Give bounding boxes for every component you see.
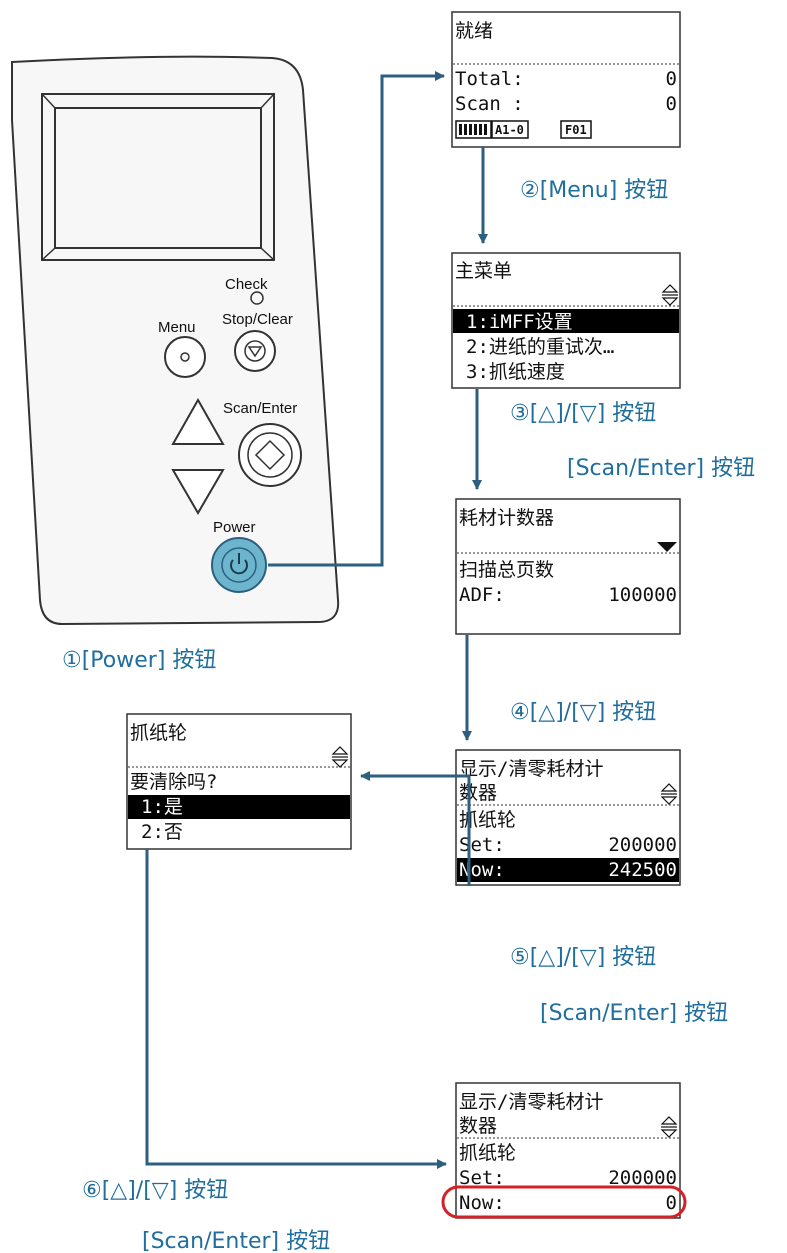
caption-step6b: [Scan/Enter] 按钮 xyxy=(142,1229,330,1253)
result-set-value: 200000 xyxy=(608,1167,677,1189)
scroll-updown-icon xyxy=(660,783,678,805)
lcd-counter-screen: 耗材计数器 扫描总页数 ADF: 100000 xyxy=(455,498,681,635)
lcd-display-clear-screen: 显示/清零耗材计 数器 抓纸轮 Set: 200000 Now: 242500 xyxy=(455,749,681,886)
lcd-ready-screen: 就绪 Total: 0 Scan : 0 A1-0 F01 xyxy=(451,11,681,148)
status-f-box xyxy=(560,120,592,139)
menu-item-2[interactable]: 2:进纸的重试次… xyxy=(466,336,614,358)
confirm-title: 抓纸轮 xyxy=(130,722,187,744)
result-title-1: 显示/清零耗材计 xyxy=(459,1091,603,1113)
lcd-confirm-screen: 抓纸轮 要清除吗? 1:是 2:否 xyxy=(126,713,352,850)
stop-label: Stop/Clear xyxy=(222,311,293,328)
diamond-icon xyxy=(254,439,286,471)
set-label: Set: xyxy=(459,834,505,856)
scan-count-value: 0 xyxy=(666,93,677,115)
display-item: 抓纸轮 xyxy=(459,809,516,831)
power-button[interactable] xyxy=(211,537,267,593)
lcd-main-menu-screen: 主菜单 1:iMFF设置 2:进纸的重试次… 3:抓纸速度 xyxy=(451,252,681,389)
caption-step5b: [Scan/Enter] 按钮 xyxy=(540,1001,728,1026)
now-value[interactable]: 242500 xyxy=(608,859,677,881)
scroll-updown-icon xyxy=(660,1116,678,1138)
up-button[interactable] xyxy=(171,397,225,445)
dropdown-arrow-icon xyxy=(657,542,677,552)
result-now-value: 0 xyxy=(666,1192,677,1214)
check-label: Check xyxy=(225,276,268,293)
menu-button[interactable] xyxy=(164,336,206,378)
ready-title: 就绪 xyxy=(455,20,493,42)
adf-value: 100000 xyxy=(608,584,677,606)
cleared-value-highlight xyxy=(441,1185,687,1219)
power-icon xyxy=(230,553,248,575)
counter-item[interactable]: 扫描总页数 xyxy=(459,559,554,581)
menu-item-3[interactable]: 3:抓纸速度 xyxy=(466,361,565,383)
scroll-updown-icon xyxy=(331,746,349,768)
status-a: A1-0 xyxy=(495,123,524,137)
menu-label: Menu xyxy=(158,319,196,336)
menu-title: 主菜单 xyxy=(455,260,512,282)
arrow-power-to-ready xyxy=(268,71,445,567)
caption-step4: ④[△]/[▽] 按钮 xyxy=(510,700,656,725)
operator-panel: Check Menu Stop/Clear Scan/Enter Power xyxy=(11,55,340,626)
scan-enter-button[interactable] xyxy=(238,423,302,487)
scroll-updown-icon xyxy=(661,284,679,306)
menu-highlight-bar xyxy=(453,309,679,333)
caption-step5a: ⑤[△]/[▽] 按钮 xyxy=(510,945,656,970)
yes-highlight-bar xyxy=(128,795,350,819)
caption-step1: ①[Power] 按钮 xyxy=(62,648,216,673)
confirm-yes[interactable]: 1:是 xyxy=(141,796,183,818)
stop-triangle-icon xyxy=(247,346,263,358)
check-indicator xyxy=(250,291,264,305)
adf-label: ADF: xyxy=(459,584,505,606)
power-label: Power xyxy=(213,519,256,536)
lcd-display xyxy=(41,93,275,261)
total-label: Total: xyxy=(455,68,524,90)
scan-count-label: Scan : xyxy=(455,93,524,115)
result-item: 抓纸轮 xyxy=(459,1142,516,1164)
confirm-no[interactable]: 2:否 xyxy=(141,821,183,843)
result-set-label: Set: xyxy=(459,1167,505,1189)
caption-step3b: [Scan/Enter] 按钮 xyxy=(567,456,755,481)
now-label[interactable]: Now: xyxy=(459,859,505,881)
arrow-display-to-confirm xyxy=(360,771,471,886)
now-highlight-bar xyxy=(457,858,679,882)
counter-title: 耗材计数器 xyxy=(459,507,554,529)
down-button[interactable] xyxy=(171,469,225,515)
display-title-1: 显示/清零耗材计 xyxy=(459,758,603,780)
lcd-result-screen: 显示/清零耗材计 数器 抓纸轮 Set: 200000 Now: 0 xyxy=(441,1082,687,1219)
caption-step2: ②[Menu] 按钮 xyxy=(520,178,668,203)
caption-step6a: ⑥[△]/[▽] 按钮 xyxy=(82,1178,228,1203)
confirm-question: 要清除吗? xyxy=(130,771,217,793)
status-a-box xyxy=(491,120,529,139)
menu-circle-icon xyxy=(180,352,190,362)
result-now-label: Now: xyxy=(459,1192,505,1214)
menu-item-1[interactable]: 1:iMFF设置 xyxy=(466,311,573,333)
status-f: F01 xyxy=(565,123,587,137)
stop-clear-button[interactable] xyxy=(234,330,276,372)
battery-icon xyxy=(455,120,492,139)
arrow-confirm-to-result xyxy=(145,849,447,1169)
display-title-2: 数器 xyxy=(459,782,497,804)
set-value: 200000 xyxy=(608,834,677,856)
total-value: 0 xyxy=(666,68,677,90)
flow-arrows xyxy=(145,71,488,1169)
result-title-2: 数器 xyxy=(459,1115,497,1137)
scan-enter-label: Scan/Enter xyxy=(223,400,297,417)
caption-step3a: ③[△]/[▽] 按钮 xyxy=(510,401,656,426)
